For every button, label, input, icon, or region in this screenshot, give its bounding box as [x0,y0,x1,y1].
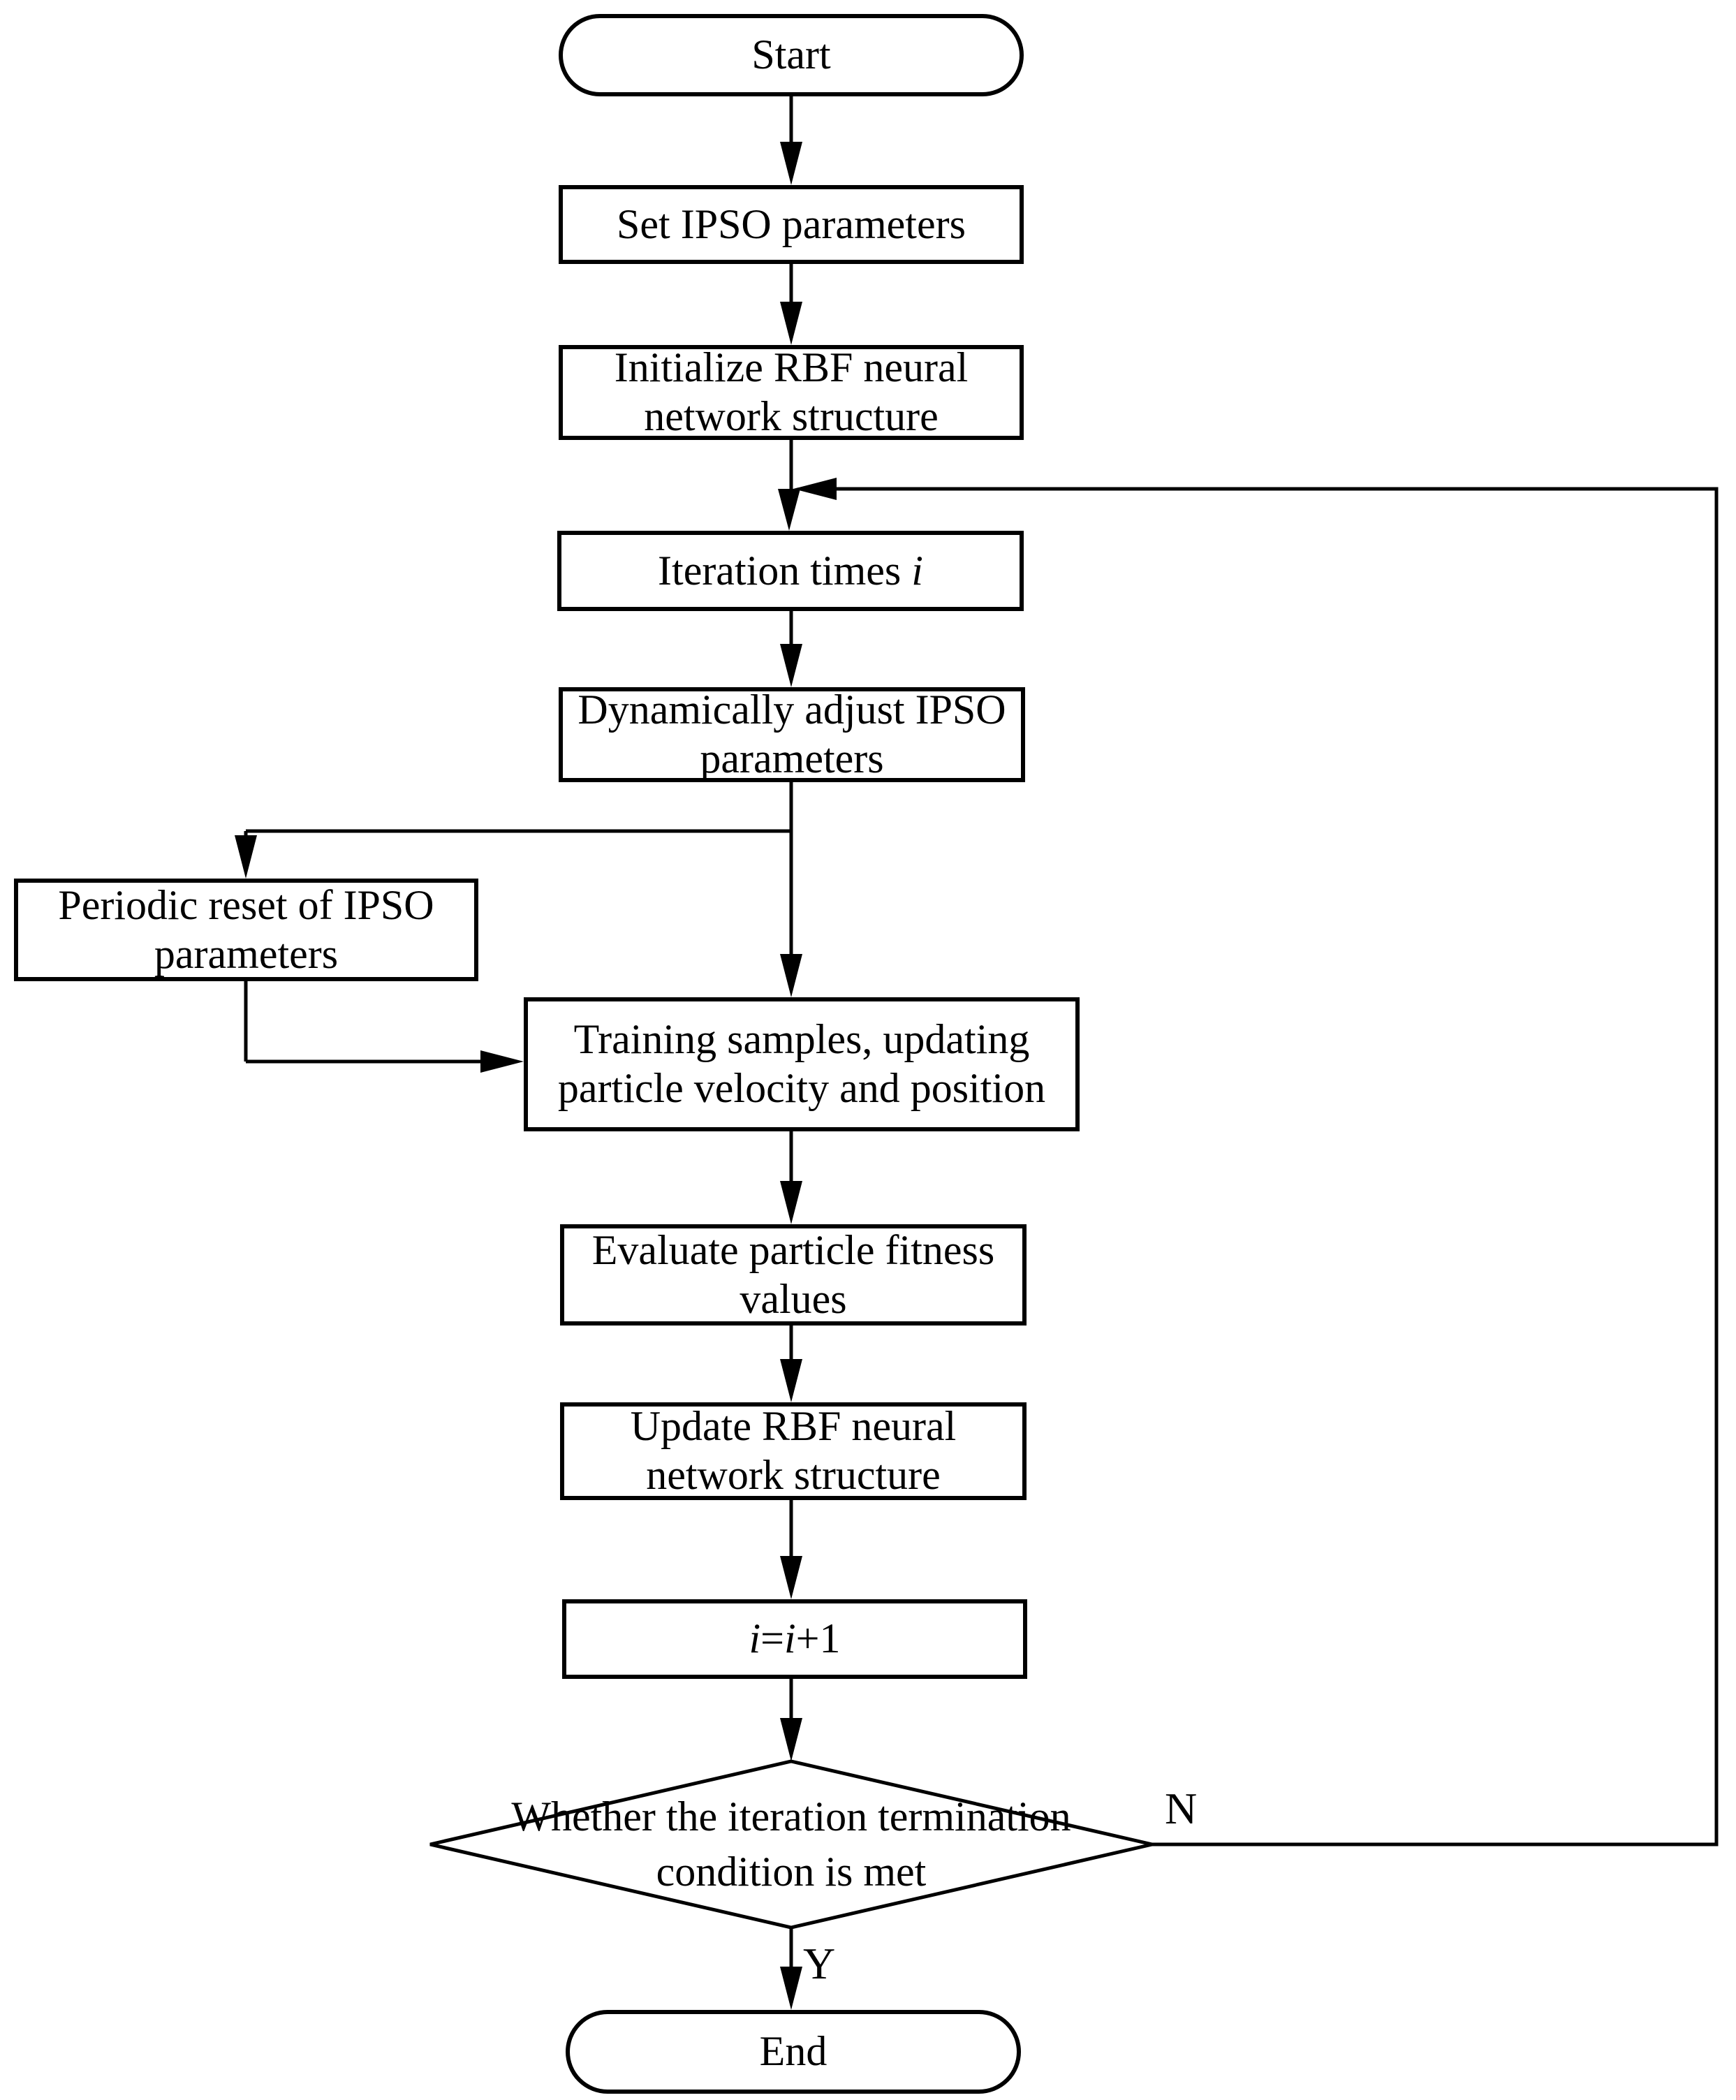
arrowhead-iteration [778,489,800,531]
node-increment-i: i=i+1 [562,1599,1027,1679]
arrowhead-training-left [480,1050,524,1073]
node-dynamically-adjust-label: Dynamically adjust IPSO parameters [578,686,1006,781]
node-iteration-times-label: Iteration times [658,547,912,594]
node-iteration-times-variable: i [911,547,923,594]
arrowhead-init-rbf [780,302,802,345]
node-periodic-reset-label: Periodic reset of IPSO parameters [58,881,434,977]
increment-var-2: i [784,1615,796,1662]
node-periodic-reset: Periodic reset of IPSO parameters [14,879,478,981]
arrowhead-training-top [780,954,802,997]
arrowhead-loop-junction [793,478,837,500]
node-training-samples: Training samples, updating particle velo… [524,997,1080,1131]
node-decision-label: Whether the iteration termination condit… [511,1793,1071,1895]
node-update-rbf-label: Update RBF neural network structure [630,1403,957,1498]
node-start: Start [559,14,1024,96]
arrowhead-evaluate [780,1181,802,1224]
arrowhead-update [780,1359,802,1402]
node-training-samples-label: Training samples, updating particle velo… [557,1016,1046,1111]
node-initialize-rbf: Initialize RBF neural network structure [559,344,1024,440]
node-initialize-rbf-label: Initialize RBF neural network structure [614,344,969,439]
node-set-ipso-parameters-label: Set IPSO parameters [617,200,966,247]
arrowhead-end [780,1967,802,2010]
edge-loop-n-feedback [837,487,1719,1846]
increment-plus-one: +1 [795,1615,841,1662]
arrowhead-decision [780,1718,802,1761]
increment-equals: = [760,1615,784,1662]
node-evaluate-fitness: Evaluate particle fitness values [560,1224,1027,1326]
node-end: End [566,2010,1021,2094]
edge-label-no: N [1165,1784,1198,1833]
node-evaluate-fitness-label: Evaluate particle fitness values [591,1226,995,1322]
arrowhead-increment [780,1556,802,1599]
node-end-label: End [759,2028,827,2075]
node-update-rbf: Update RBF neural network structure [560,1402,1027,1500]
increment-var-1: i [749,1615,761,1662]
node-decision: Whether the iteration termination condit… [407,1785,1175,1904]
edge-label-yes: Y [803,1939,836,1988]
node-start-label: Start [751,31,831,78]
arrowhead-dyn-adjust [780,644,802,687]
node-set-ipso-parameters: Set IPSO parameters [559,185,1024,264]
node-dynamically-adjust: Dynamically adjust IPSO parameters [559,686,1025,782]
arrowhead-set-ipso [780,142,802,185]
node-iteration-times: Iteration times i [557,531,1024,611]
arrowhead-periodic-reset [235,835,257,879]
